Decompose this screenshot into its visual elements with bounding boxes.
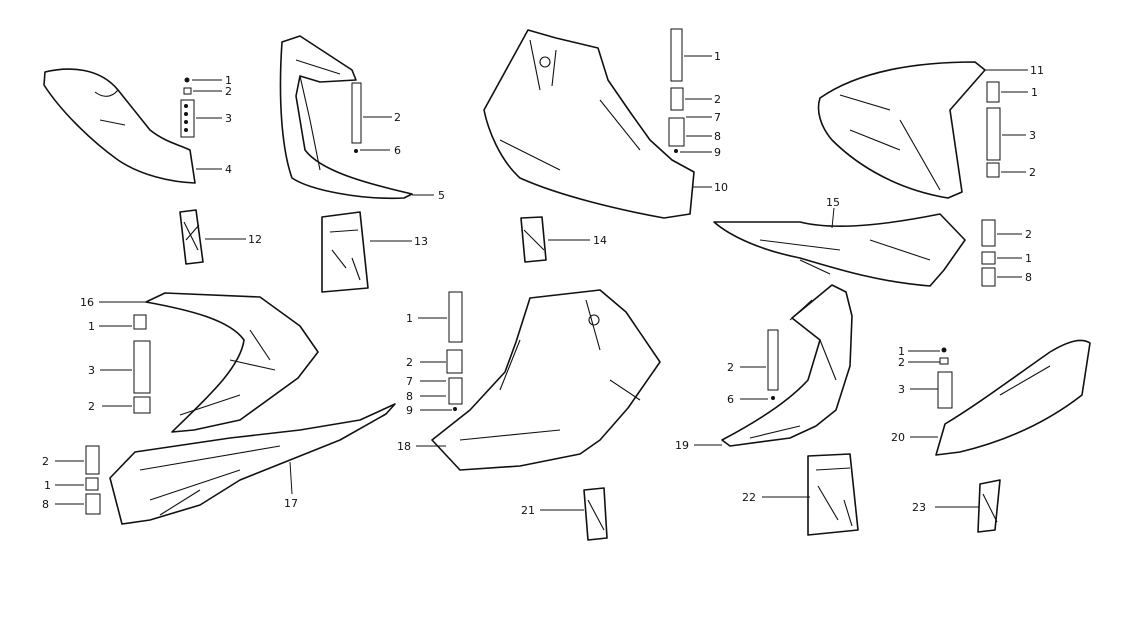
callout-11: 11 bbox=[1030, 64, 1044, 77]
callout-22: 22 bbox=[742, 491, 756, 504]
part-front-shield-10 bbox=[483, 29, 695, 219]
part-side-cover-left bbox=[43, 68, 196, 184]
callout-1f: 1 bbox=[44, 479, 51, 492]
callout-15: 15 bbox=[826, 196, 840, 209]
callout-4: 4 bbox=[225, 163, 232, 176]
callout-19: 19 bbox=[675, 439, 689, 452]
callout-labels: 1 2 3 4 2 6 5 12 13 1 2 7 8 9 10 14 11 bbox=[42, 50, 1044, 517]
hardware-stack-c bbox=[668, 28, 685, 153]
part-front-shield-18 bbox=[431, 289, 661, 471]
hardware-stack-a bbox=[180, 77, 195, 138]
part-emblem-12 bbox=[179, 209, 204, 265]
callout-1c: 1 bbox=[1031, 86, 1038, 99]
callout-1d: 1 bbox=[1025, 252, 1032, 265]
part-lower-frame-17 bbox=[109, 403, 396, 525]
callout-7a: 7 bbox=[714, 111, 721, 124]
callout-2a: 2 bbox=[225, 85, 232, 98]
callout-1g: 1 bbox=[406, 312, 413, 325]
part-side-cover-16 bbox=[145, 292, 319, 433]
hardware-stack-i bbox=[767, 329, 779, 400]
callout-16: 16 bbox=[80, 296, 94, 309]
callout-2g: 2 bbox=[42, 455, 49, 468]
part-under-tray-15 bbox=[713, 213, 966, 287]
callout-8d: 8 bbox=[406, 390, 413, 403]
callout-2d: 2 bbox=[1029, 166, 1036, 179]
callout-8c: 8 bbox=[42, 498, 49, 511]
hardware-stack-b bbox=[351, 82, 362, 153]
callout-9a: 9 bbox=[714, 146, 721, 159]
callout-9b: 9 bbox=[406, 404, 413, 417]
callout-7b: 7 bbox=[406, 375, 413, 388]
hardware-stack-g bbox=[85, 445, 101, 515]
callout-20: 20 bbox=[891, 431, 905, 444]
callout-2j: 2 bbox=[898, 356, 905, 369]
callout-17: 17 bbox=[284, 497, 298, 510]
hardware-stack-h bbox=[446, 291, 463, 411]
part-floor-mat-22 bbox=[807, 453, 859, 536]
part-front-panel-19 bbox=[721, 284, 853, 447]
callout-3a: 3 bbox=[225, 112, 232, 125]
part-emblem-14 bbox=[520, 216, 547, 263]
callout-23: 23 bbox=[912, 501, 926, 514]
callout-14: 14 bbox=[593, 234, 607, 247]
hardware-stack-d bbox=[986, 81, 1001, 178]
part-emblem-21 bbox=[583, 487, 608, 541]
callout-3d: 3 bbox=[898, 383, 905, 396]
callout-12: 12 bbox=[248, 233, 262, 246]
hardware-stack-f bbox=[133, 314, 151, 414]
hardware-stack-j bbox=[937, 347, 953, 409]
part-side-cover-20 bbox=[935, 339, 1091, 456]
callout-1h: 1 bbox=[898, 345, 905, 358]
callout-1e: 1 bbox=[88, 320, 95, 333]
callout-3c: 3 bbox=[88, 364, 95, 377]
part-side-cover-right-11 bbox=[817, 61, 986, 199]
callout-21: 21 bbox=[521, 504, 535, 517]
callout-2f: 2 bbox=[88, 400, 95, 413]
callout-13: 13 bbox=[414, 235, 428, 248]
hardware-stack-e bbox=[981, 219, 996, 287]
callout-1b: 1 bbox=[714, 50, 721, 63]
part-floor-mat-13 bbox=[321, 211, 369, 293]
callout-2i: 2 bbox=[727, 361, 734, 374]
callout-6b: 6 bbox=[727, 393, 734, 406]
callout-8a: 8 bbox=[714, 130, 721, 143]
callout-5: 5 bbox=[438, 189, 445, 202]
callout-3b: 3 bbox=[1029, 129, 1036, 142]
callout-2h: 2 bbox=[406, 356, 413, 369]
callout-10: 10 bbox=[714, 181, 728, 194]
callout-2e: 2 bbox=[1025, 228, 1032, 241]
callout-2c: 2 bbox=[714, 93, 721, 106]
callout-18: 18 bbox=[397, 440, 411, 453]
callout-8b: 8 bbox=[1025, 271, 1032, 284]
part-front-panel-5 bbox=[279, 35, 413, 200]
callout-1a: 1 bbox=[225, 74, 232, 87]
callout-6a: 6 bbox=[394, 144, 401, 157]
part-emblem-23 bbox=[977, 479, 1001, 533]
callout-2b: 2 bbox=[394, 111, 401, 124]
